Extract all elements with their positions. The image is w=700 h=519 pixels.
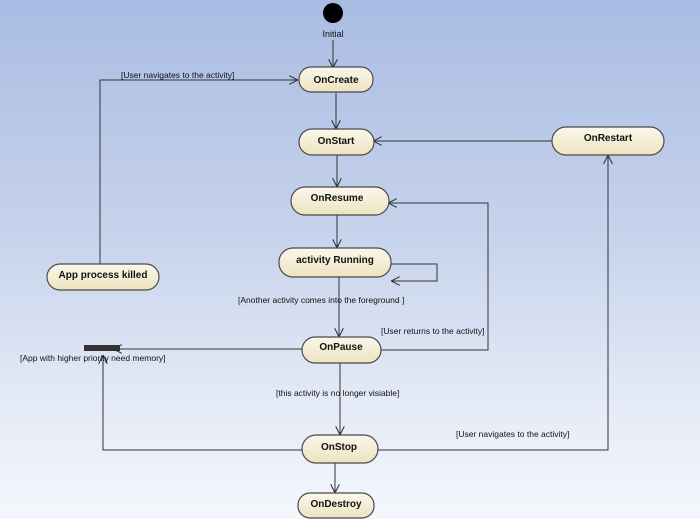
initial-node [323,3,343,23]
state-onstop: OnStop [301,434,379,464]
initial-label: Initial [322,29,343,39]
state-onstop-label: OnStop [321,442,357,453]
state-ondestroy: OnDestroy [297,492,375,519]
state-app-process-killed: App process killed [46,263,160,291]
state-ondestroy-label: OnDestroy [310,499,362,510]
state-onstart: OnStart [298,128,375,156]
state-onstart-label: OnStart [318,136,355,147]
guard-user-returns: [User returns to the activity] [381,326,484,336]
state-onpause-label: OnPause [319,342,363,353]
state-oncreate-label: OnCreate [313,75,358,86]
edge-killed-oncreate [99,80,297,264]
guard-another-activity: [Another activity comes into the foregro… [238,295,404,305]
edge-onstop-forkbar [103,356,302,451]
guard-no-longer-visible: [this activity is no longer visiable] [276,388,399,398]
guard-higher-priority: [App with higher priority need memory] [20,353,166,363]
fork-bar [84,345,120,351]
state-activity-running-label: activity Running [296,255,374,266]
edge-onstop-onrestart [378,156,608,451]
guard-navigate-bottom: [User navigates to the activity] [456,429,569,439]
guard-navigate-top: [User navigates to the activity] [121,70,234,80]
state-activity-running: activity Running [278,247,392,278]
state-oncreate: OnCreate [298,66,374,93]
state-onrestart: OnRestart [551,126,665,156]
state-onresume: OnResume [290,186,390,216]
state-onresume-label: OnResume [311,193,364,204]
edge-onpause-onresume [381,203,489,351]
edges [100,40,608,492]
state-onrestart-label: OnRestart [584,133,633,144]
edge-running-selfloop [390,263,438,281]
state-onpause: OnPause [301,336,382,364]
state-app-process-killed-label: App process killed [59,270,148,281]
